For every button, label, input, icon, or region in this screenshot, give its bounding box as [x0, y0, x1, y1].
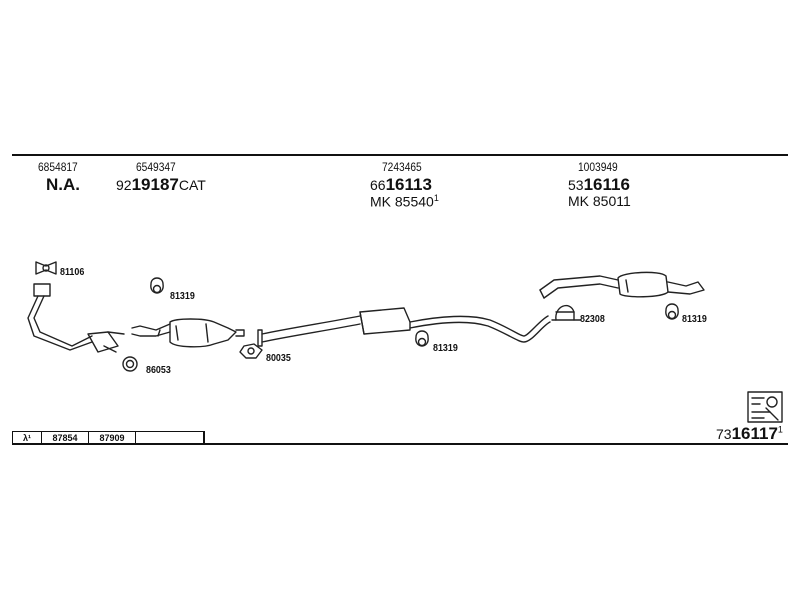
callout-82308: 82308 — [580, 313, 605, 325]
part-code-2: 9219187CAT — [116, 175, 206, 195]
ring-86053-icon — [122, 356, 138, 372]
clamp-82308-icon — [551, 304, 581, 321]
part-code-2-prefix: 92 — [116, 177, 132, 193]
part-code-4: 5316116 — [568, 175, 630, 195]
footer-sup: 1 — [777, 424, 783, 435]
footer-main: 16117 — [731, 424, 778, 443]
info-symbol-icon — [747, 391, 783, 423]
callout-86053: 86053 — [146, 364, 171, 376]
front-pipe-icon — [27, 283, 125, 353]
catalytic-converter-icon — [131, 318, 245, 348]
part-ref-1: 6854817 — [38, 160, 78, 174]
callout-81319-c: 81319 — [682, 313, 707, 325]
callout-81319-b: 81319 — [433, 342, 458, 354]
callout-81106: 81106 — [60, 266, 85, 278]
callout-80035: 80035 — [266, 352, 291, 364]
part-code-1: N.A. — [46, 175, 80, 194]
part-ref-2: 6549347 — [136, 160, 176, 174]
gasket-80035-icon — [239, 343, 263, 359]
sensor-cell-1: 87854 — [42, 432, 89, 444]
rubber-mount-81319c-icon — [665, 303, 679, 320]
part-ref-3: 7243465 — [382, 160, 422, 174]
part-code-2-main: 19187 — [131, 175, 179, 194]
mk-code-3: MK 855401 — [370, 193, 439, 210]
callout-81319-a: 81319 — [170, 290, 195, 302]
rubber-mount-81319a-icon — [150, 277, 164, 294]
part-code-2-suffix: CAT — [178, 177, 206, 193]
rear-silencer-icon — [539, 271, 705, 299]
part-code-3-main: 16113 — [385, 175, 432, 194]
mk-code-3-sup: 1 — [433, 193, 439, 203]
gasket-81106-icon — [35, 261, 57, 275]
rubber-mount-81319b-icon — [415, 330, 429, 347]
mk-code-3-text: MK 85540 — [370, 193, 434, 210]
footer-reference: 73161171 — [716, 424, 783, 444]
part-code-3-prefix: 66 — [370, 177, 386, 193]
sensor-cell-2: 87909 — [89, 432, 136, 444]
part-code-4-prefix: 53 — [568, 177, 584, 193]
top-rule — [12, 154, 788, 156]
part-code-4-main: 16116 — [583, 175, 630, 194]
footer-prefix: 73 — [716, 426, 732, 442]
middle-silencer-icon — [257, 307, 551, 347]
sensor-lambda-label: λ¹ — [13, 432, 42, 444]
part-ref-4: 1003949 — [578, 160, 618, 174]
mk-code-4: MK 85011 — [568, 193, 631, 209]
part-code-3: 6616113 — [370, 175, 432, 195]
bottom-rule — [12, 443, 788, 445]
